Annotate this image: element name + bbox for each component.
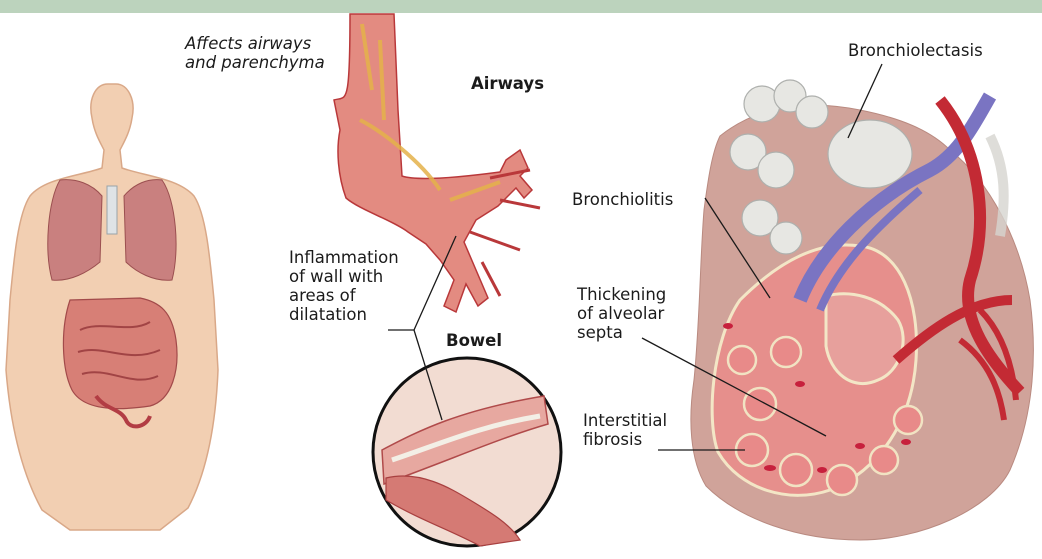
bronchiolectasis-label: Bronchiolectasis	[848, 41, 983, 60]
affects-label: Affects airways and parenchyma	[185, 34, 325, 72]
bowel-label: Bowel	[446, 331, 502, 350]
inflammation-label: Inflammation of wall with areas of dilat…	[289, 248, 399, 324]
bronchiolitis-label: Bronchiolitis	[572, 190, 673, 209]
interstitial-label: Interstitial fibrosis	[583, 411, 667, 449]
torso-figure	[6, 84, 218, 530]
airways-label: Airways	[471, 74, 544, 93]
lung-parenchyma	[691, 80, 1033, 540]
bowel-inset	[373, 358, 561, 546]
thickening-label: Thickening of alveolar septa	[577, 285, 666, 342]
